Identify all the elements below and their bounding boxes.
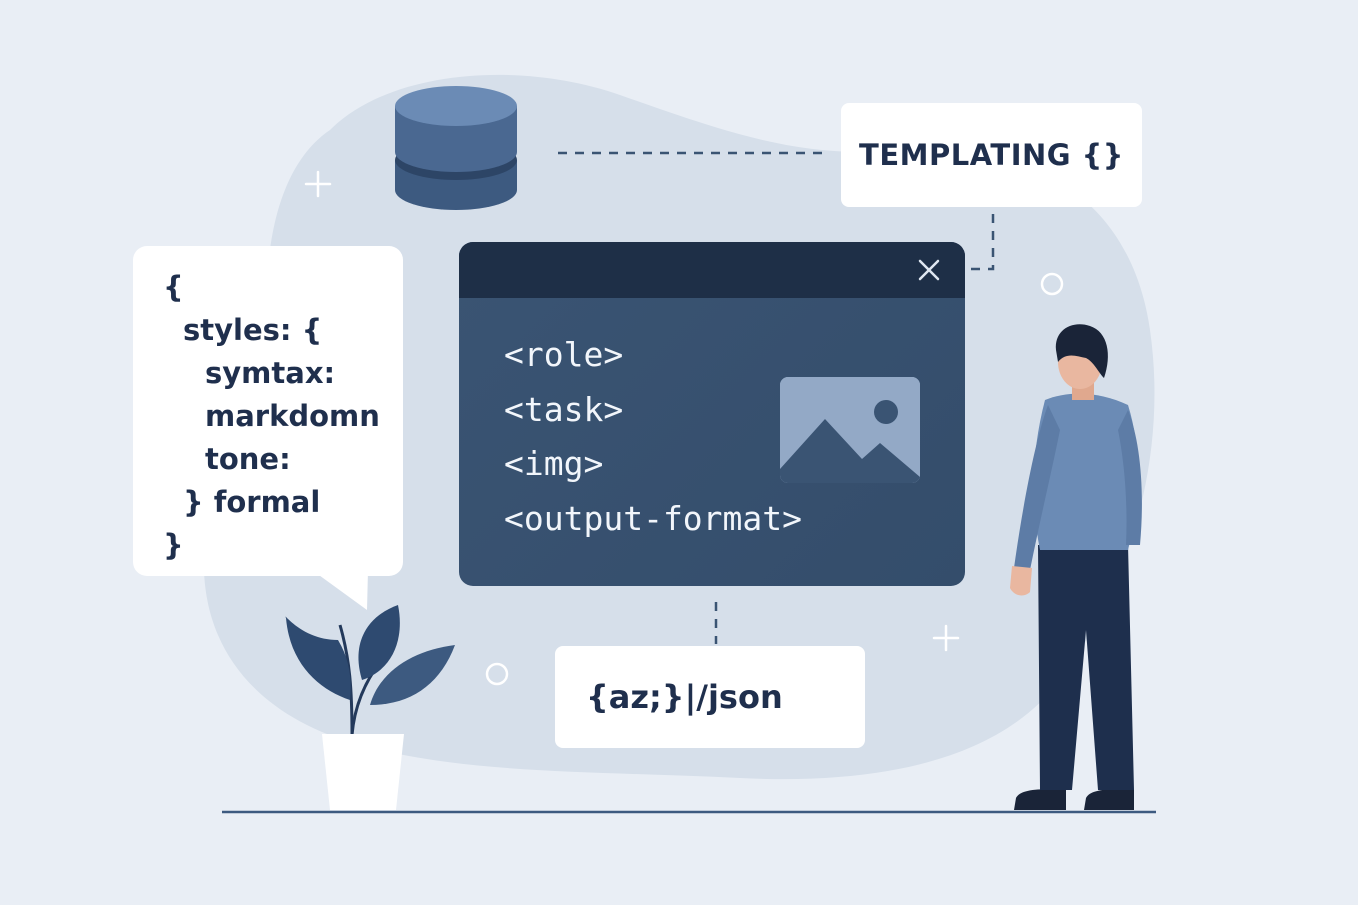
prompt-window: <role> <task> <img> <output-format> (459, 242, 965, 586)
plant-icon (285, 605, 455, 810)
circle-decoration-2 (485, 662, 509, 686)
database-icon (395, 86, 517, 210)
window-titlebar (459, 242, 965, 298)
code-line: } formal (183, 485, 321, 519)
code-line: { (163, 270, 184, 304)
plus-decoration-2 (932, 624, 960, 652)
code-line: symtax: (205, 356, 336, 390)
prompt-tag-task: <task> (504, 389, 624, 429)
code-speech-bubble: { styles: { symtax: markdomn tone: } for… (133, 246, 403, 576)
templating-card: TEMPLATING {} (841, 103, 1142, 207)
prompt-tags: <role> <task> <img> <output-format> (504, 328, 802, 546)
output-format-label: {az;}|/json (586, 678, 783, 716)
code-line: tone: (205, 442, 291, 476)
code-line: markdomn (205, 399, 380, 433)
bubble-tail (312, 570, 368, 610)
plus-decoration-1 (304, 170, 332, 198)
code-line: styles: { (183, 313, 323, 347)
prompt-tag-role: <role> (504, 335, 624, 374)
connector-templating-window (970, 214, 995, 271)
code-line: } (163, 528, 184, 562)
image-icon (780, 377, 920, 483)
close-icon[interactable] (915, 256, 943, 284)
prompt-tag-output-format: <output-format> (504, 498, 803, 538)
prompt-tag-img: <img> (504, 444, 604, 483)
templating-label: TEMPLATING {} (859, 138, 1124, 172)
person-figure (1010, 324, 1142, 810)
circle-decoration-1 (1040, 272, 1064, 296)
output-format-card: {az;}|/json (555, 646, 865, 748)
